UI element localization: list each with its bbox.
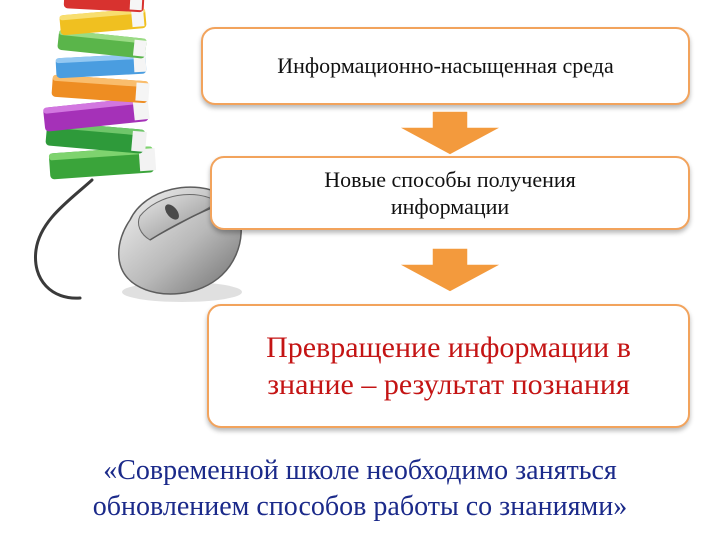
down-arrow-icon	[398, 248, 502, 292]
flow-step-1-text: Информационно-насыщенная среда	[277, 53, 614, 78]
flow-step-2-line-1: Новые способы получения	[324, 167, 576, 192]
flow-step-2-line-2: информации	[390, 194, 510, 219]
quote-line-2: обновлением способов работы со знаниями»	[92, 491, 628, 522]
down-arrow-icon	[398, 111, 502, 155]
flow-step-3-line-1: Превращение информации в	[266, 331, 631, 364]
quote-line-1: «Современной школе необходимо заняться	[103, 455, 617, 486]
flow-step-info-rich-environment: Информационно-насыщенная среда	[201, 27, 690, 105]
book-stack-icon	[43, 0, 157, 180]
flow-step-new-ways-of-getting-info: Новые способы получения информации	[210, 156, 690, 230]
books-and-mouse-illustration	[34, 0, 242, 302]
flow-step-info-into-knowledge: Превращение информации в знание – резуль…	[207, 304, 690, 428]
quote-text: «Современной школе необходимо заняться о…	[0, 453, 720, 525]
flow-step-3-line-2: знание – результат познания	[267, 368, 630, 401]
